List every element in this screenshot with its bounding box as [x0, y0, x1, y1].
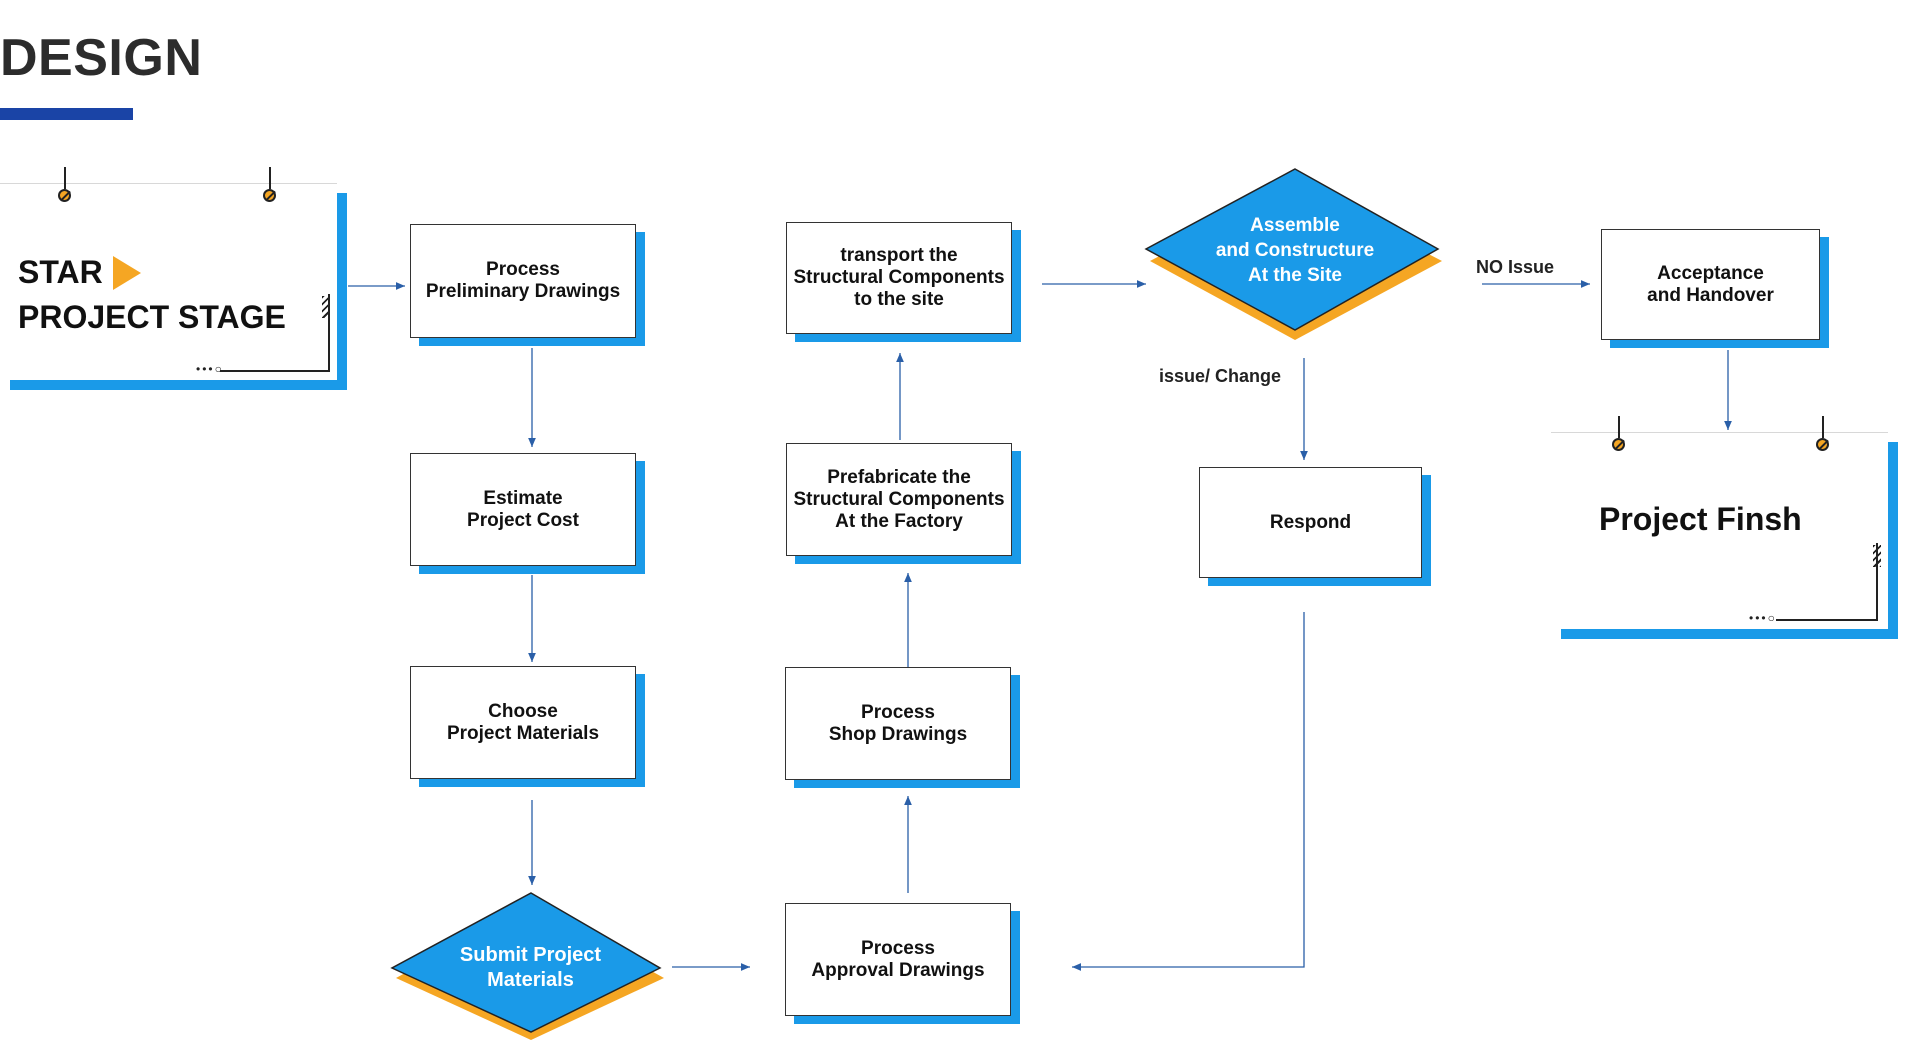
start-card: •••○ STAR PROJECT STAGE — [0, 183, 337, 380]
pin-string-right — [1822, 416, 1824, 438]
node-assemble-at-site[interactable]: Assemble and Constructure At the Site — [1215, 214, 1375, 286]
title-underline — [0, 108, 133, 120]
node-assemble-at-site-shape[interactable] — [1140, 165, 1450, 345]
pushpin-icon — [263, 189, 276, 202]
pushpin-icon — [1612, 438, 1625, 451]
start-card-label-star: STAR — [18, 254, 103, 290]
node-transport-structural-components[interactable]: transport the Structural Components to t… — [786, 222, 1012, 334]
page-title: DESIGN — [0, 29, 203, 87]
play-triangle-icon — [112, 255, 141, 290]
edge-label-issue-change: issue/ Change — [1159, 366, 1282, 386]
node-process-preliminary-drawings[interactable]: Process Preliminary Drawings — [410, 224, 636, 338]
node-submit-project-materials-shape[interactable] — [388, 888, 673, 1043]
end-card: •••○ Project Finsh — [1551, 432, 1888, 629]
node-process-approval-drawings[interactable]: Process Approval Drawings — [785, 903, 1011, 1016]
edge-label-no-issue: NO Issue — [1476, 257, 1555, 277]
end-card-label: Project Finsh — [1599, 501, 1802, 537]
start-card-line2: PROJECT STAGE — [18, 299, 286, 335]
node-submit-project-materials[interactable]: Submit Project Materials — [459, 944, 602, 991]
node-process-shop-drawings[interactable]: Process Shop Drawings — [785, 667, 1011, 780]
node-prefabricate-structural-components[interactable]: Prefabricate the Structural Components A… — [786, 443, 1012, 556]
ellipsis-dots-icon: •••○ — [196, 362, 224, 376]
pushpin-icon — [1816, 438, 1829, 451]
node-estimate-project-cost[interactable]: Estimate Project Cost — [410, 453, 636, 566]
card-hatch-mark — [1873, 545, 1881, 567]
pin-string-right — [269, 167, 271, 189]
node-choose-project-materials[interactable]: Choose Project Materials — [410, 666, 636, 779]
card-corner-line — [220, 294, 330, 372]
pin-string-left — [64, 167, 66, 189]
card-corner-line — [1776, 543, 1878, 621]
card-hatch-mark — [322, 296, 330, 318]
node-acceptance-and-handover[interactable]: Acceptance and Handover — [1601, 229, 1820, 340]
pushpin-icon — [58, 189, 71, 202]
node-respond[interactable]: Respond — [1199, 467, 1422, 578]
start-card-line1: STAR — [18, 254, 141, 291]
ellipsis-dots-icon: •••○ — [1749, 611, 1777, 625]
pin-string-left — [1618, 416, 1620, 438]
arrow-respond-to-approval — [1072, 612, 1305, 971]
